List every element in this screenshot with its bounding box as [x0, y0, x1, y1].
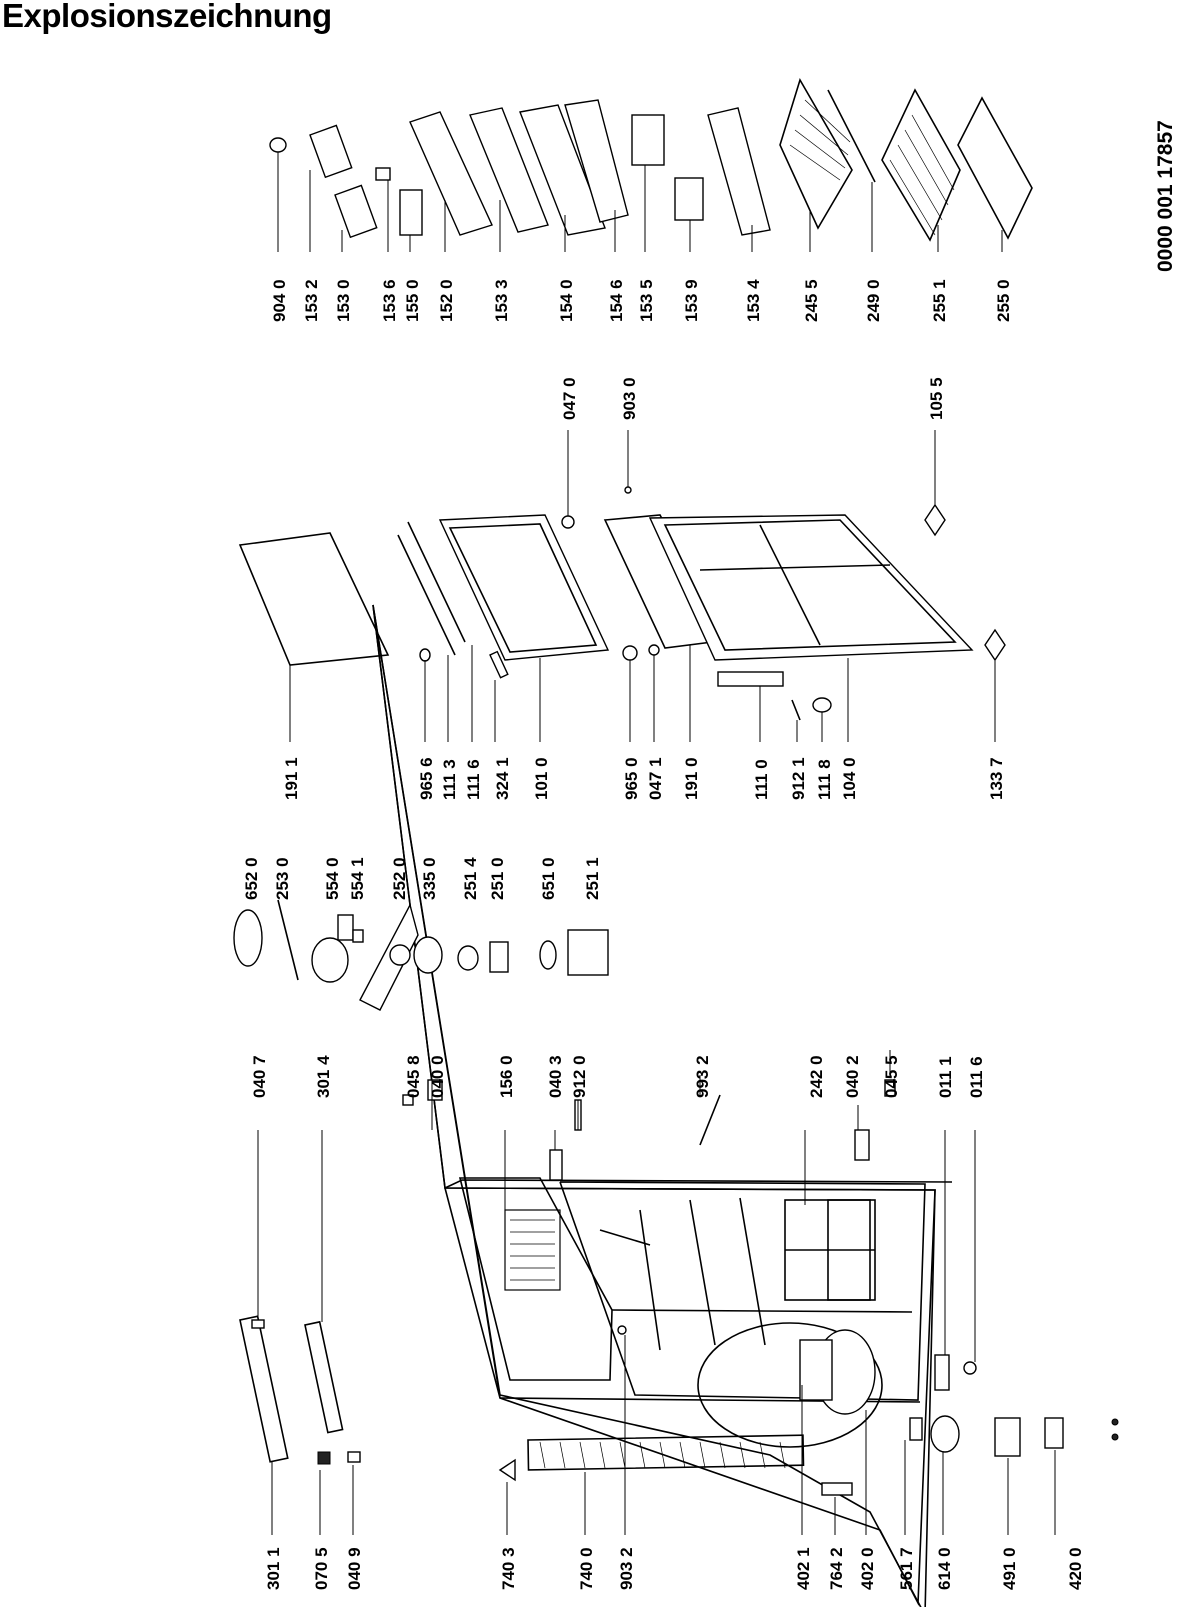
shelves-drawing [269, 78, 1033, 242]
part-label: 152 0 [437, 279, 456, 322]
part-label: 993 2 [693, 1055, 712, 1098]
part-label: 903 0 [620, 377, 639, 420]
cabinet-drawing [239, 604, 1119, 1607]
doors-drawing [238, 486, 1006, 721]
part-label: 249 0 [864, 279, 883, 322]
part-label: 491 0 [1000, 1547, 1019, 1590]
part-label: 324 1 [493, 757, 512, 800]
part-label: 011 1 [936, 1056, 955, 1098]
part-label: 652 0 [242, 857, 261, 900]
part-label: 011 6 [967, 1056, 986, 1098]
part-label: 251 0 [488, 857, 507, 900]
part-label: 040 0 [428, 1055, 447, 1098]
part-label: 111 3 [440, 759, 459, 800]
part-label: 903 2 [617, 1547, 636, 1590]
part-label: 335 0 [420, 857, 439, 900]
part-label: 740 3 [499, 1547, 518, 1590]
part-label: 965 0 [622, 757, 641, 800]
part-label: 965 6 [417, 757, 436, 800]
control-parts-drawing [233, 899, 609, 1011]
part-label: 255 1 [930, 279, 949, 322]
part-label: 402 1 [794, 1547, 813, 1590]
part-label: 040 9 [345, 1547, 364, 1590]
part-label: 153 4 [744, 279, 763, 322]
part-label: 255 0 [994, 279, 1013, 322]
part-label: 614 0 [935, 1547, 954, 1590]
part-label: 402 0 [858, 1547, 877, 1590]
part-label: 105 5 [927, 377, 946, 420]
part-label: 111 6 [464, 759, 483, 800]
part-label: 554 1 [348, 857, 367, 900]
part-label: 554 0 [323, 857, 342, 900]
leader-lines [257, 152, 1056, 1535]
part-label: 040 7 [250, 1055, 269, 1098]
page-title: Explosionszeichnung [2, 0, 332, 34]
part-label: 191 1 [282, 757, 301, 800]
part-label: 252 0 [390, 857, 409, 900]
part-label: 912 0 [570, 1055, 589, 1098]
part-label: 191 0 [682, 757, 701, 800]
part-label: 251 4 [461, 857, 480, 900]
part-label: 156 0 [497, 1055, 516, 1098]
part-label: 561 7 [897, 1547, 916, 1590]
part-label: 301 4 [314, 1055, 333, 1098]
part-label: 251 1 [583, 857, 602, 900]
part-label: 253 0 [273, 857, 292, 900]
document-number: 0000 001 17857 [1154, 120, 1177, 272]
part-label: 153 6 [380, 279, 399, 322]
part-label: 242 0 [807, 1055, 826, 1098]
part-label: 111 8 [815, 759, 834, 800]
part-label: 153 5 [637, 279, 656, 322]
part-label: 040 2 [843, 1055, 862, 1098]
part-label: 912 1 [789, 757, 808, 800]
part-label: 047 0 [560, 377, 579, 420]
part-label: 047 1 [646, 757, 665, 800]
part-label: 104 0 [840, 757, 859, 800]
part-label: 111 0 [752, 759, 771, 800]
part-label: 245 5 [802, 279, 821, 322]
part-labels: 301 1 070 5 040 9 740 3 740 0 903 2 402 … [242, 279, 1085, 1590]
part-label: 154 6 [607, 279, 626, 322]
part-label: 133 7 [987, 757, 1006, 800]
part-label: 045 5 [882, 1055, 901, 1098]
part-label: 740 0 [577, 1547, 596, 1590]
part-label: 155 0 [403, 279, 422, 322]
part-label: 154 0 [557, 279, 576, 322]
part-label: 153 0 [334, 279, 353, 322]
part-label: 101 0 [532, 757, 551, 800]
part-label: 420 0 [1066, 1547, 1085, 1590]
part-label: 153 9 [682, 279, 701, 322]
part-label: 040 3 [546, 1055, 565, 1098]
part-label: 651 0 [539, 857, 558, 900]
part-label: 153 2 [302, 279, 321, 322]
part-label: 153 3 [492, 279, 511, 322]
part-label: 301 1 [264, 1547, 283, 1590]
part-label: 070 5 [312, 1547, 331, 1590]
part-label: 904 0 [270, 279, 289, 322]
part-label: 045 8 [404, 1055, 423, 1098]
part-label: 764 2 [827, 1547, 846, 1590]
